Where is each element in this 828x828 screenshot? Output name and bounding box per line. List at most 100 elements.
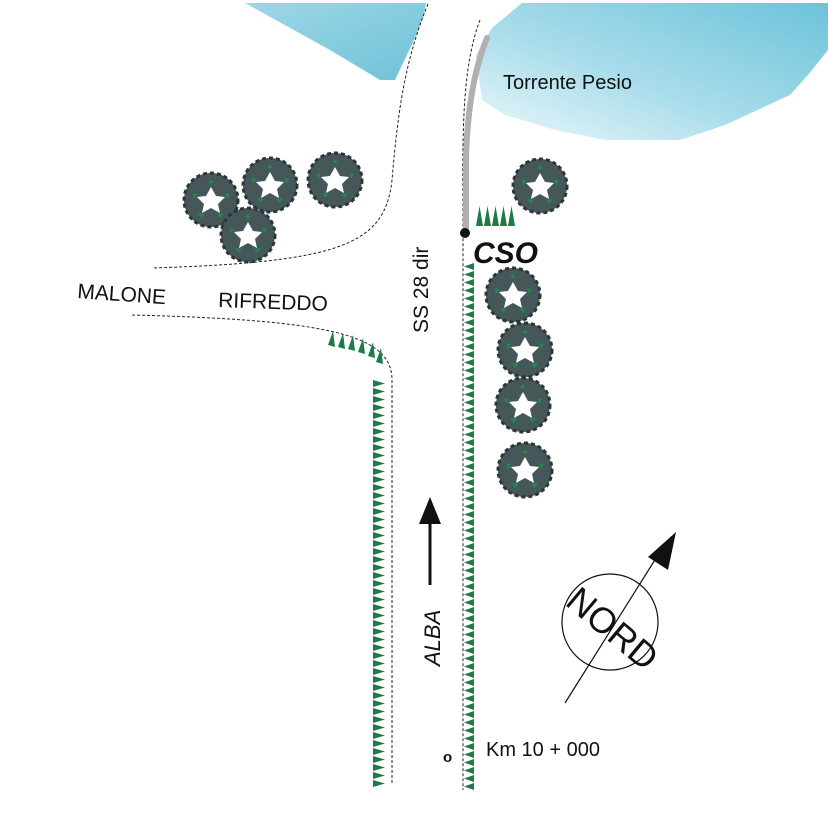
embankment-tooth (338, 333, 345, 349)
embankment-tooth (464, 607, 474, 614)
embankment-tooth (464, 359, 474, 366)
embankment-tooth (373, 708, 385, 715)
embankment-tooth (464, 319, 474, 326)
embankment-tooth (464, 751, 474, 758)
embankment-tooth (464, 519, 474, 526)
river (245, 3, 828, 140)
embankment-tooth (464, 575, 474, 582)
embankment-tooth (373, 700, 385, 707)
embankment-tooth (373, 564, 385, 571)
embankment-tooth (464, 295, 474, 302)
embankment-tooth (464, 535, 474, 542)
embankment-tooth (464, 439, 474, 446)
embankment-tooth (373, 404, 385, 411)
embankment-tooth (492, 206, 499, 226)
embankment-tooth (464, 423, 474, 430)
embankment-tooth (464, 335, 474, 342)
embankment-tooth (373, 692, 385, 699)
embankment-tooth (373, 764, 385, 771)
guardrail (463, 35, 490, 231)
embankment-tooth (464, 767, 474, 774)
embankment-tooth (464, 583, 474, 590)
embankment-tooth (464, 551, 474, 558)
embankment-tooth (373, 452, 385, 459)
embankment-tooth (373, 588, 385, 595)
embankment-tooth (464, 343, 474, 350)
road-edges (131, 3, 481, 790)
embankment-tooth (373, 508, 385, 515)
embankment-tooth (464, 383, 474, 390)
embankment-tooth (464, 303, 474, 310)
embankment-tooth (464, 759, 474, 766)
embankment-tooth (464, 711, 474, 718)
embankment-tooth (373, 540, 385, 547)
embankment-tooth (373, 500, 385, 507)
embankment-left (373, 380, 385, 787)
embankment-tooth (464, 679, 474, 686)
embankment-tooth (373, 476, 385, 483)
embankment-tooth (373, 444, 385, 451)
embankment-tooth (464, 327, 474, 334)
embankment-tooth (373, 572, 385, 579)
embankment-tooth (373, 492, 385, 499)
embankment-tooth (464, 279, 474, 286)
embankment-tooth (373, 388, 385, 395)
cso-point (460, 228, 470, 238)
embankment-tooth (373, 596, 385, 603)
embankment-tooth (373, 660, 385, 667)
embankment-tooth (464, 591, 474, 598)
cso-label: CSO (473, 237, 538, 270)
road-label-main: SS 28 dir (410, 247, 433, 333)
embankment-tooth (464, 511, 474, 518)
embankment-tooth (373, 636, 385, 643)
embankment-tooth (348, 335, 355, 351)
compass-rose: NORD (559, 532, 676, 704)
embankment-cso (476, 206, 515, 226)
embankment-tooth (464, 263, 474, 270)
embankment-tooth (464, 447, 474, 454)
embankment-tooth (373, 612, 385, 619)
embankment-tooth (464, 703, 474, 710)
km-label: Km 10 + 000 (486, 739, 600, 761)
embankment-tooth (508, 206, 515, 226)
embankment-tooth (328, 331, 335, 347)
embankment-tooth (373, 436, 385, 443)
embankment-tooth (464, 503, 474, 510)
embankment-corner (328, 331, 383, 364)
embankment-tooth (464, 647, 474, 654)
embankment-tooth (464, 367, 474, 374)
embankment-tooth (464, 463, 474, 470)
embankment-tooth (358, 338, 365, 354)
embankment-tooth (373, 724, 385, 731)
embankment-tooth (373, 628, 385, 635)
embankment-tooth (464, 543, 474, 550)
embankment-tooth (464, 671, 474, 678)
embankment-tooth (464, 655, 474, 662)
embankment-tooth (373, 420, 385, 427)
embankment-tooth (373, 460, 385, 467)
embankment-tooth (464, 783, 474, 790)
embankment-tooth (464, 351, 474, 358)
embankment-tooth (464, 623, 474, 630)
trees-left (182, 151, 364, 264)
embankment-tooth (464, 495, 474, 502)
embankment-tooth (373, 684, 385, 691)
direction-arrow (419, 497, 441, 585)
embankment-tooth (373, 772, 385, 779)
embankment-tooth (373, 756, 385, 763)
embankment-tooth (373, 748, 385, 755)
embankment-tooth (373, 740, 385, 747)
embankment-tooth (464, 631, 474, 638)
embankment-tooth (464, 471, 474, 478)
embankment-tooth (373, 484, 385, 491)
embankment-tooth (373, 668, 385, 675)
embankment-tooth (464, 567, 474, 574)
embankment-tooth (373, 620, 385, 627)
road-label-malone: MALONE (77, 280, 167, 309)
embankment-tooth (464, 391, 474, 398)
embankment-tooth (464, 775, 474, 782)
embankment-tooth (373, 716, 385, 723)
embankment-tooth (464, 311, 474, 318)
embankment-tooth (373, 644, 385, 651)
